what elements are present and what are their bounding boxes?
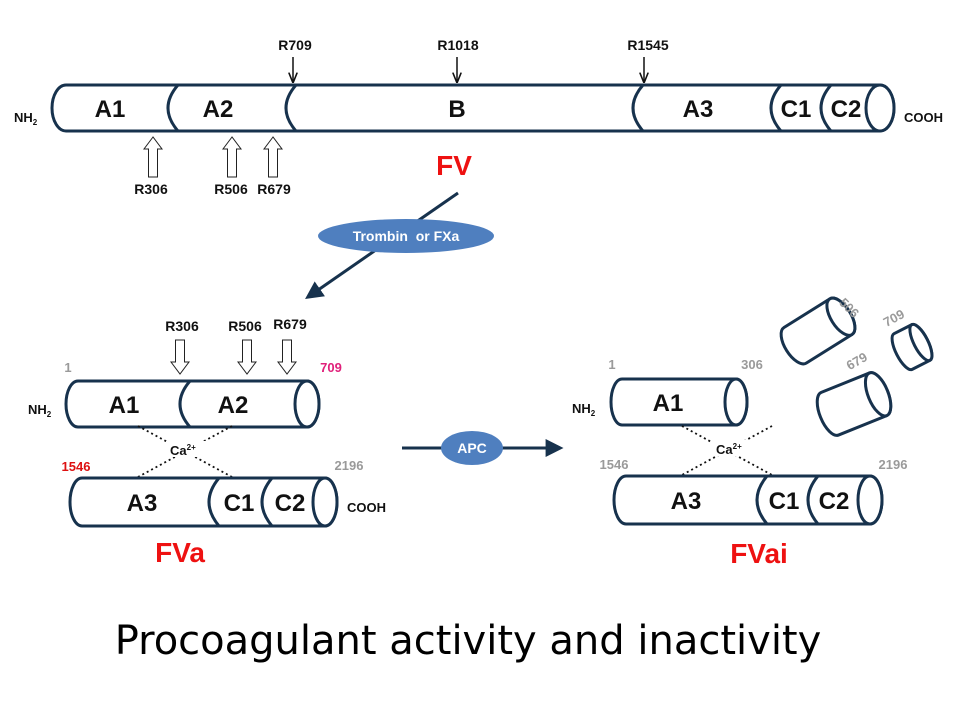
fva-domain-c2: C2 [275, 490, 306, 517]
fva-separator-a3-c1 [207, 477, 221, 527]
fv-molecule: A1 A2 B A3 C1 C2 NH2 COOH R709 R1018 R15… [14, 37, 943, 197]
fva-light-start: 1546 [62, 459, 91, 474]
inactivation-enzyme-label: APC [457, 440, 487, 456]
fva-ca-bg [166, 441, 206, 457]
fva-heavy-cylinder [64, 379, 321, 429]
fragment-506-end [825, 296, 857, 337]
fva-domain-c1: C1 [224, 490, 255, 517]
fvai-ca-label: Ca2+ [716, 442, 742, 457]
fv-separator-a3-c1 [769, 84, 783, 132]
fva-domain-a1: A1 [109, 392, 140, 419]
fv-domain-c2: C2 [831, 96, 862, 123]
fvai-heavy-cylinder-end [723, 377, 749, 427]
fvai-fragment-506 [779, 296, 857, 366]
fva-hollow-arrow-r306 [170, 339, 190, 375]
fvai-separator-a3-c1 [755, 475, 769, 525]
fv-site-r679: R679 [257, 181, 291, 197]
fvai-domain-a1: A1 [653, 390, 684, 417]
fvai-light-cylinder-end [856, 474, 884, 526]
fva-name: FVa [155, 537, 205, 568]
fv-site-r1018: R1018 [437, 37, 478, 53]
fvai-fragment-709 [890, 322, 934, 372]
fv-site-r306: R306 [134, 181, 168, 197]
fv-hollow-arrow-r679 [263, 136, 283, 178]
fv-cylinder-end [864, 83, 896, 133]
fva-light-cylinder-end [311, 476, 339, 528]
fragment-709-end [908, 322, 934, 363]
activation-step: Trombin or FXa [305, 191, 494, 300]
fv-domain-a1: A1 [95, 96, 126, 123]
fva-site-r306: R306 [165, 318, 199, 334]
fva-heavy-cylinder-end [293, 379, 321, 429]
fv-site-r1545: R1545 [627, 37, 668, 53]
fv-domain-a3: A3 [683, 96, 714, 123]
fv-domain-a2: A2 [203, 96, 234, 123]
fv-cterm-label: COOH [904, 110, 943, 125]
fv-site-r506: R506 [214, 181, 248, 197]
fva-domain-a3: A3 [127, 490, 158, 517]
fv-cylinder [50, 83, 896, 133]
fva-separator-a1-a2 [178, 380, 192, 428]
fvai-nterm-label: NH2 [572, 401, 596, 418]
fvai-fragment-709-label: 709 [881, 306, 907, 329]
fv-nterm-label: NH2 [14, 110, 38, 127]
fv-site-r709: R709 [278, 37, 312, 53]
fva-heavy-start: 1 [64, 360, 71, 375]
fvai-name: FVai [730, 538, 788, 569]
fvai-fragment-679-label: 679 [844, 349, 870, 373]
fvai-separator-c1-c2 [806, 475, 820, 525]
fva-light-end: 2196 [335, 458, 364, 473]
fva-separator-c1-c2 [260, 477, 274, 527]
fva-hollow-arrow-r679 [277, 339, 297, 375]
fvai-molecule: 1 306 A1 NH2 Ca2+ 1546 2196 A3 C1 C2 506… [572, 295, 934, 569]
fvai-domain-c1: C1 [769, 488, 800, 515]
fva-domain-a2: A2 [218, 392, 249, 419]
fvai-light-start: 1546 [600, 457, 629, 472]
activation-enzyme-ellipse [318, 219, 494, 253]
fva-hollow-arrow-r506 [237, 339, 257, 375]
fv-name: FV [436, 150, 472, 181]
fvai-domain-a3: A3 [671, 488, 702, 515]
fva-ca-label: Ca2+ [170, 443, 196, 458]
fva-molecule: R306 R506 R679 1 709 A1 A2 NH2 Ca2+ 1546… [28, 316, 386, 568]
fvai-fragment-679 [815, 371, 893, 437]
fva-site-r679: R679 [273, 316, 307, 332]
fvai-ca-bg [712, 440, 752, 456]
fv-hollow-arrow-r506 [222, 136, 242, 178]
fva-cterm-label: COOH [347, 500, 386, 515]
fv-separator-a1-a2 [166, 84, 180, 132]
fva-heavy-end: 709 [320, 360, 342, 375]
fragment-679-end [863, 371, 893, 418]
fvai-heavy-end: 306 [741, 357, 763, 372]
fvai-heavy-start: 1 [608, 357, 615, 372]
inactivation-enzyme-ellipse [441, 431, 503, 465]
fv-domain-b: B [448, 96, 465, 123]
fv-domain-c1: C1 [781, 96, 812, 123]
fv-separator-a2-b [284, 84, 298, 132]
fv-hollow-arrow-r306 [143, 136, 163, 178]
fva-nterm-label: NH2 [28, 402, 52, 419]
fvai-light-end: 2196 [879, 457, 908, 472]
fv-separator-b-a3 [631, 84, 645, 132]
slide-title: Procoagulant activity and inactivity [115, 618, 822, 664]
fv-separator-c1-c2 [819, 84, 833, 132]
fva-site-r506: R506 [228, 318, 262, 334]
inactivation-step: APC [402, 431, 564, 465]
fvai-domain-c2: C2 [819, 488, 850, 515]
activation-enzyme-label: Trombin or FXa [353, 228, 460, 244]
